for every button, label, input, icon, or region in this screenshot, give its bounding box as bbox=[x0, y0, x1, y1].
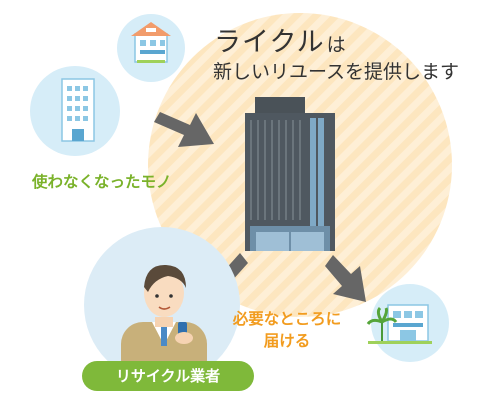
recycler-badge: リサイクル業者 bbox=[82, 361, 254, 391]
businessman-icon bbox=[84, 227, 240, 383]
unused-items-label: 使わなくなったモノ bbox=[32, 173, 172, 191]
deliver-label-line1: 必要なところに bbox=[232, 310, 342, 328]
brand-name: ライクル bbox=[214, 27, 325, 58]
shop-building-icon bbox=[366, 284, 449, 362]
headline-brand: ライクルは bbox=[214, 20, 347, 59]
arrow-icon bbox=[154, 112, 214, 147]
brand-suffix: は bbox=[326, 34, 347, 56]
deliver-label: 必要なところに 届ける bbox=[229, 308, 345, 352]
apartment-icon bbox=[30, 66, 120, 156]
deliver-label-line2: 届ける bbox=[263, 332, 311, 350]
house-icon bbox=[117, 14, 185, 82]
headline-subtitle: 新しいリユースを提供します bbox=[213, 61, 460, 83]
office-tower-icon bbox=[245, 97, 335, 251]
